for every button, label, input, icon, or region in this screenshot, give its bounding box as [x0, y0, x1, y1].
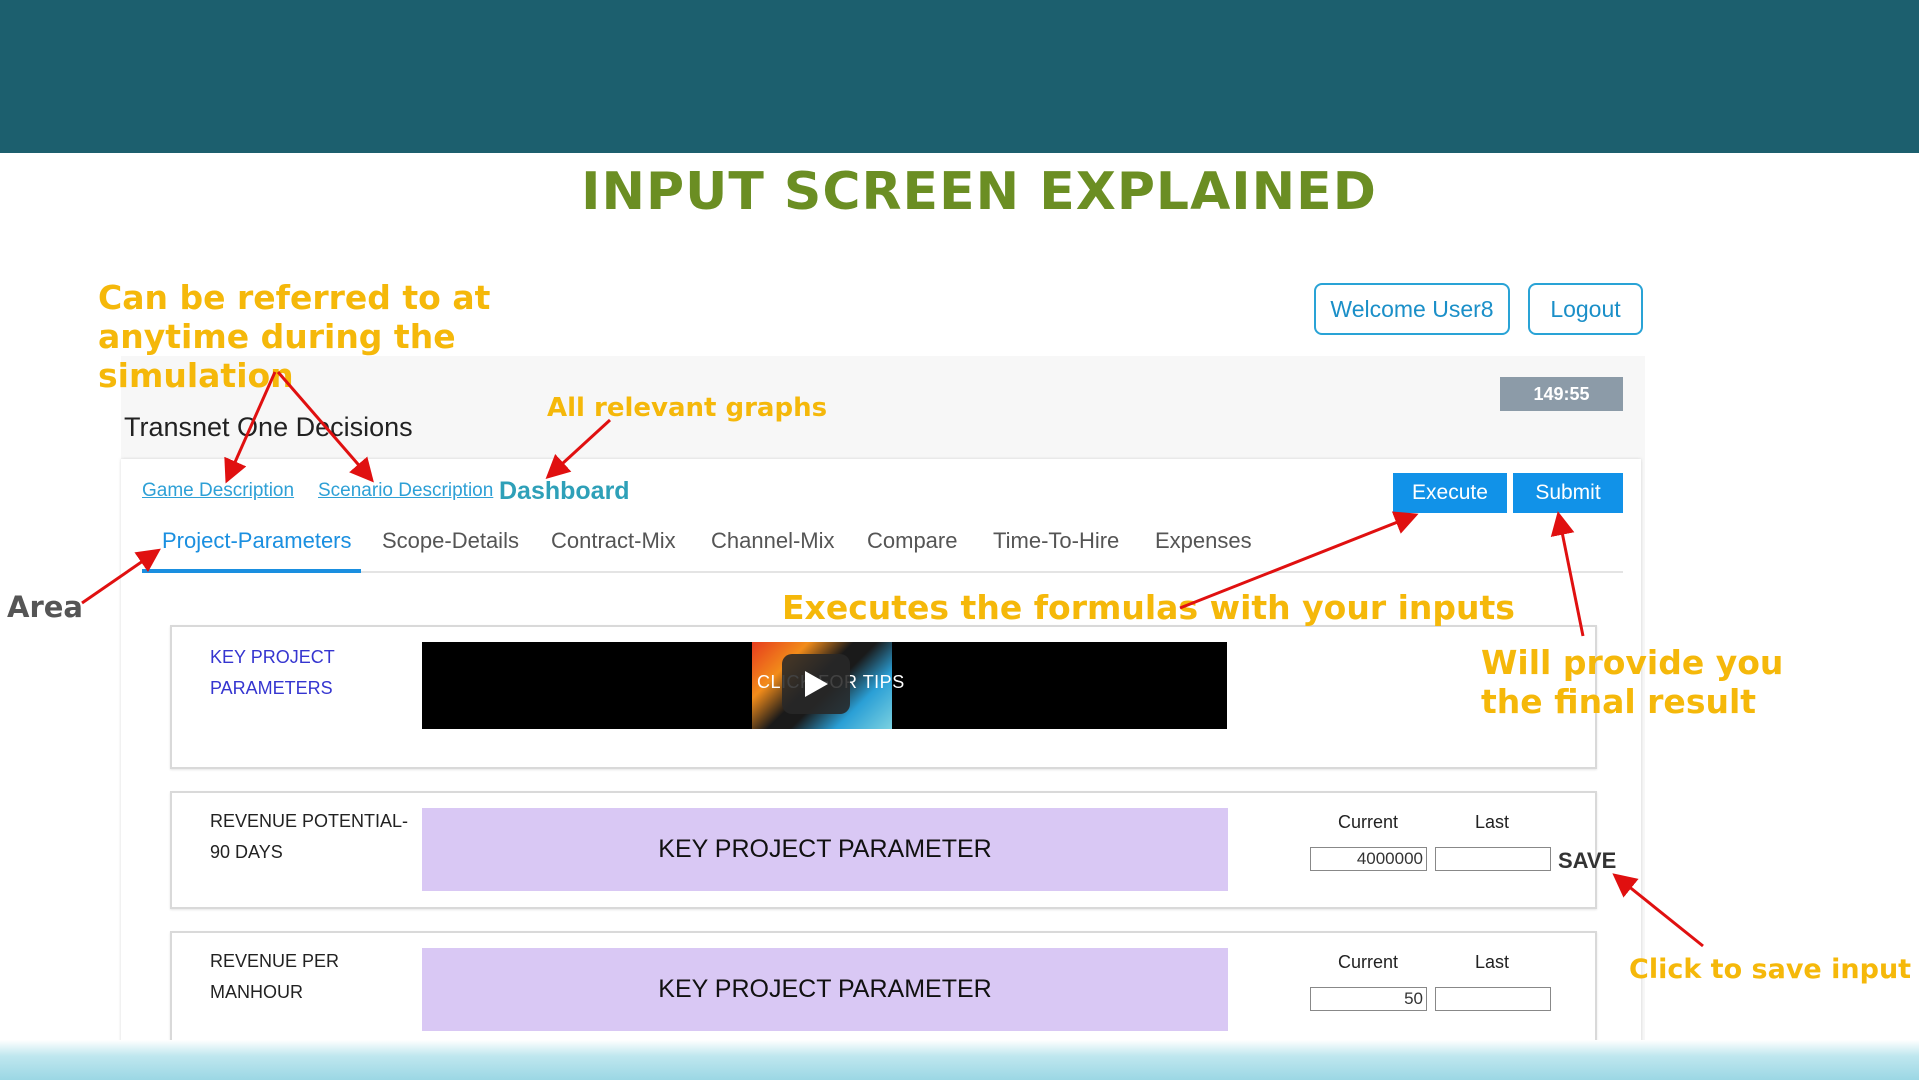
logout-button[interactable]: Logout	[1528, 283, 1643, 335]
tips-video[interactable]: CLICK FOR TIPS	[422, 642, 1227, 729]
key-parameter-banner: KEY PROJECT PARAMETER	[422, 808, 1228, 891]
key-parameters-label: KEY PROJECT PARAMETERS	[210, 642, 335, 704]
key-parameters-label-line2: PARAMETERS	[210, 678, 333, 698]
current-column-header: Current	[1338, 952, 1399, 972]
referred-annotation: Can be referred to at anytime during the…	[98, 278, 490, 395]
param-row-label: REVENUE PER MANHOUR	[210, 946, 339, 1008]
graphs-annotation: All relevant graphs	[547, 393, 828, 423]
last-column-header: Last	[1475, 952, 1510, 972]
top-banner	[0, 0, 1919, 153]
referred-annotation-line3: simulation	[98, 356, 294, 395]
last-value-input[interactable]	[1435, 847, 1551, 871]
tab-project-parameters[interactable]: Project-Parameters	[162, 528, 352, 553]
param-row-label: REVENUE POTENTIAL- 90 DAYS	[210, 806, 408, 868]
referred-annotation-line1: Can be referred to at	[98, 278, 491, 317]
submit-annotation-line2: the final result	[1481, 682, 1757, 721]
area-annotation: Area	[7, 590, 83, 624]
last-column-header: Last	[1475, 812, 1510, 832]
tab-time-to-hire[interactable]: Time-To-Hire	[993, 528, 1120, 553]
param-row-label-line2: MANHOUR	[210, 982, 303, 1002]
active-tab-indicator	[142, 569, 361, 573]
tab-bar-divider	[142, 571, 1623, 573]
key-parameters-label-line1: KEY PROJECT	[210, 647, 335, 667]
last-value-input[interactable]	[1435, 987, 1551, 1011]
current-value-input[interactable]	[1310, 987, 1427, 1011]
tab-scope-details[interactable]: Scope-Details	[382, 528, 519, 553]
scenario-description-link[interactable]: Scenario Description	[318, 480, 494, 501]
submit-annotation: Will provide you the final result	[1481, 643, 1783, 721]
key-parameter-banner: KEY PROJECT PARAMETER	[422, 948, 1228, 1031]
save-button[interactable]: SAVE	[1558, 848, 1617, 873]
execute-annotation: Executes the formulas with your inputs	[782, 588, 1515, 627]
param-row-label-line2: 90 DAYS	[210, 842, 283, 862]
tab-channel-mix[interactable]: Channel-Mix	[711, 528, 835, 553]
countdown-timer: 149:55	[1500, 377, 1623, 411]
param-row-label-line1: REVENUE POTENTIAL-	[210, 811, 409, 831]
execute-button[interactable]: Execute	[1393, 473, 1507, 513]
bottom-gradient-band	[0, 1040, 1919, 1080]
app-title: Transnet One Decisions	[124, 412, 413, 442]
play-icon[interactable]	[782, 654, 850, 714]
dashboard-link[interactable]: Dashboard	[499, 477, 630, 505]
submit-button[interactable]: Submit	[1513, 473, 1623, 513]
slide-title: INPUT SCREEN EXPLAINED	[581, 162, 1377, 222]
game-description-link[interactable]: Game Description	[142, 480, 295, 501]
save-annotation: Click to save input	[1629, 954, 1912, 985]
tab-expenses[interactable]: Expenses	[1155, 528, 1252, 553]
current-value-input[interactable]	[1310, 847, 1427, 871]
tab-contract-mix[interactable]: Contract-Mix	[551, 528, 676, 553]
current-column-header: Current	[1338, 812, 1399, 832]
welcome-user-button[interactable]: Welcome User8	[1314, 283, 1510, 335]
referred-annotation-line2: anytime during the	[98, 317, 456, 356]
param-row-label-line1: REVENUE PER	[210, 951, 340, 971]
submit-annotation-line1: Will provide you	[1481, 643, 1784, 682]
tab-compare[interactable]: Compare	[867, 528, 958, 553]
